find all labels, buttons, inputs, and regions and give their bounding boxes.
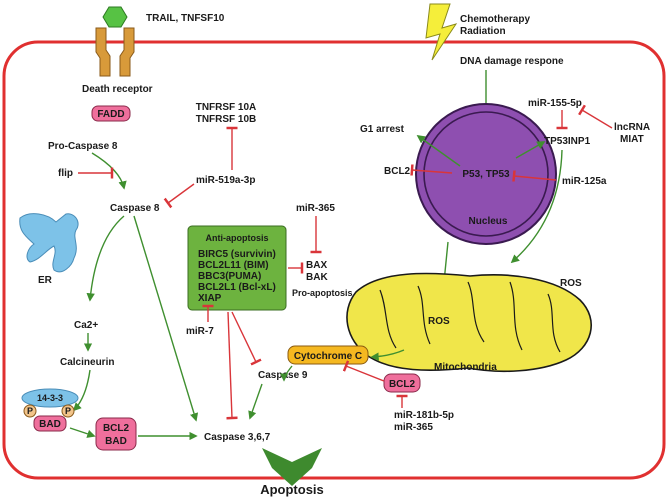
ca2-label: Ca2+: [74, 320, 98, 331]
ros-outside-label: ROS: [560, 278, 582, 289]
caspase8-to-caspase367: [133, 215, 199, 422]
mir519-inhibits-caspase8: [163, 183, 195, 209]
nucleus-inner-ring: [423, 111, 549, 237]
cell-membrane: [2, 40, 666, 480]
protein-1433-label: 14-3-3: [37, 393, 63, 403]
dna-damage-label: DNA damage respone: [460, 56, 564, 67]
bcl2-inhibits-cytochrome: [342, 360, 385, 382]
mir365-bottom-label: miR-365: [394, 422, 433, 433]
nucleus-label: Nucleus: [469, 216, 508, 227]
bcl2-bad-bottom-label: BAD: [105, 436, 127, 447]
tnfrsf-10b-label: TNFRSF 10B: [196, 114, 257, 125]
phospho-right-label: P: [65, 406, 71, 416]
death-receptor-label: Death receptor: [82, 84, 153, 95]
phospho-right-icon: [61, 404, 75, 418]
tp53inp1-to-mitochondria: [510, 149, 563, 264]
bad-label: BAD: [39, 419, 61, 430]
caspase8-to-ca2: [86, 215, 125, 302]
anti-inhibits-caspase367: [226, 311, 238, 420]
bad-box: [33, 415, 67, 432]
ros-inside-label: ROS: [428, 316, 450, 327]
caspase367-label: Caspase 3,6,7: [204, 432, 271, 443]
big-down-arrow-icon: [262, 448, 322, 486]
bcl2-mito-box: [383, 373, 421, 393]
mir125a-label: miR-125a: [562, 176, 607, 187]
mitochondria-label: Mitochondria: [434, 362, 497, 373]
pro-caspase8-to-caspase8: [91, 152, 127, 190]
anti-apoptosis-box: [187, 225, 287, 311]
p53-to-g1arrest: [416, 135, 461, 167]
bcl2-bad-box: [95, 417, 137, 451]
anti-item-5: XIAP: [198, 293, 222, 304]
p53-label: P53, TP53: [462, 169, 510, 180]
nucleus-icon: [415, 103, 557, 245]
pro-caspase8-label: Pro-Caspase 8: [48, 141, 118, 152]
bax-label: BAX: [306, 260, 327, 271]
calcineurin-label: Calcineurin: [60, 357, 114, 368]
mir519-label: miR-519a-3p: [196, 175, 255, 186]
mir7-label: miR-7: [186, 326, 214, 337]
lightning-bolt-icon: [425, 3, 458, 61]
phospho-left-icon: [23, 404, 37, 418]
mir125a-inhibits-p53: [512, 170, 557, 182]
p53-inhibits-bcl2: [410, 164, 453, 176]
mir365-top-label: miR-365: [296, 203, 335, 214]
trail-label: TRAIL, TNFSF10: [146, 13, 225, 24]
caspase8-label: Caspase 8: [110, 203, 160, 214]
caspase9-to-caspase367: [248, 383, 263, 420]
miat-inhibits-mir155: [578, 104, 613, 129]
bad-to-bcl2bad: [69, 427, 96, 438]
lncrna-label: lncRNA: [614, 122, 650, 133]
pro-apoptosis-label: Pro-apoptosis: [292, 288, 353, 298]
anti-inhibits-caspase9: [231, 311, 262, 366]
fadd-label: FADD: [97, 109, 124, 120]
tnfrsf-10a-label: TNFRSF 10A: [196, 102, 257, 113]
mir155-label: miR-155-5p: [528, 98, 582, 109]
cytochrome-c-box: [287, 345, 369, 365]
flip-label: flip: [58, 168, 73, 179]
apoptosis-label: Apoptosis: [260, 482, 324, 497]
anti-item-1: BIRC5 (survivin): [198, 249, 276, 260]
mitochondria-to-cytochrome: [370, 349, 405, 361]
bcl2-bad-top-label: BCL2: [103, 423, 130, 434]
calcineurin-to-bad: [72, 369, 91, 412]
protein-1433-shape: [21, 388, 79, 408]
mitochondria-cristae: [379, 281, 561, 353]
chemo-line2: Radiation: [460, 26, 506, 37]
bcl2-mito-label: BCL2: [389, 379, 416, 390]
anti-item-3: BBC3(PUMA): [198, 271, 261, 282]
caspase9-label: Caspase 9: [258, 370, 308, 381]
endoplasmic-reticulum-icon: [19, 213, 79, 273]
p53-to-tp53inp1: [515, 141, 546, 159]
mitochondria-icon: [346, 272, 592, 373]
tp53inp1-label: TP53INP1: [544, 136, 591, 147]
receptor-icon: [95, 27, 135, 77]
fadd-box: [91, 105, 131, 122]
phospho-left-label: P: [27, 406, 33, 416]
chemo-line1: Chemotherapy: [460, 14, 530, 25]
cytochrome-c-label: Cytochrome C: [294, 351, 362, 362]
cytochrome-to-caspase9: [279, 365, 293, 382]
miat-label: MIAT: [620, 134, 644, 145]
mir181-label: miR-181b-5p: [394, 410, 454, 421]
bak-label: BAK: [306, 272, 328, 283]
er-label: ER: [38, 275, 53, 286]
bcl2-nucleus-label: BCL2: [384, 166, 411, 177]
anti-item-4: BCL2L1 (Bcl-xL): [198, 282, 276, 293]
hexagon-ligand-icon: [102, 6, 128, 28]
g1-arrest-label: G1 arrest: [360, 124, 405, 135]
anti-item-2: BCL2L11 (BIM): [198, 260, 269, 271]
anti-apoptosis-title: Anti-apoptosis: [206, 233, 269, 243]
